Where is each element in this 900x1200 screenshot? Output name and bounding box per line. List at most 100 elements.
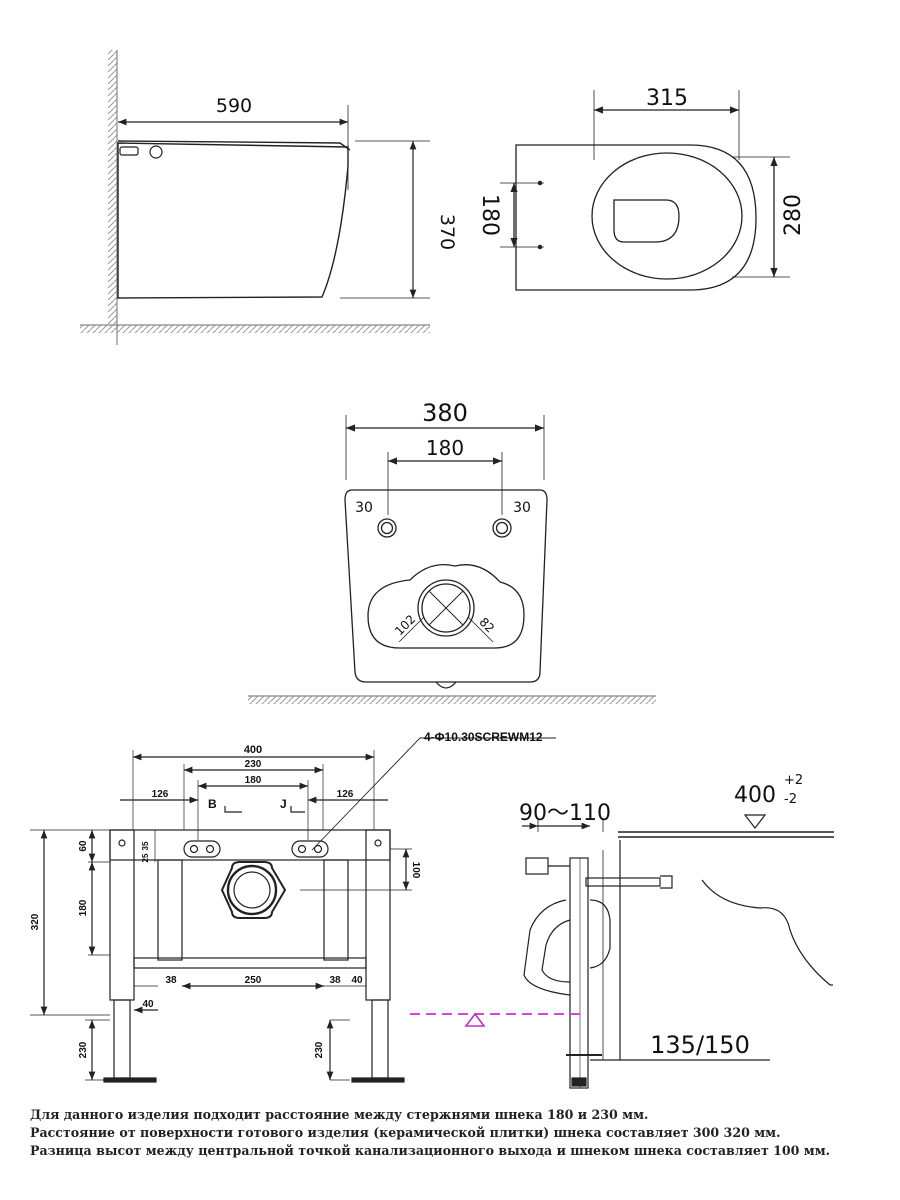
dim-label-315: 315 <box>646 86 688 111</box>
dim-label-135-150: 135/150 <box>650 1031 750 1059</box>
dim-label-230-right: 230 <box>314 1041 325 1058</box>
screw-leader <box>311 737 556 851</box>
dim-label-380: 380 <box>422 399 468 427</box>
drain-flange <box>220 861 287 919</box>
frame-post-section <box>569 857 589 1089</box>
bolt-hole <box>313 844 323 854</box>
drain-nub <box>435 681 457 689</box>
bolt-plate-left <box>183 840 221 858</box>
dim-label-82: 82 <box>476 615 497 636</box>
note-line: Расстояние от поверхности готового издел… <box>30 1125 781 1140</box>
dim-label-40-right: 40 <box>351 975 363 986</box>
dim-label-590: 590 <box>216 95 252 117</box>
bolt-hole <box>297 844 307 854</box>
section-marker-j <box>290 806 305 813</box>
note-line: Для данного изделия подходит расстояние … <box>30 1107 649 1122</box>
outlet-cross <box>428 590 464 626</box>
frame-bottom-rail <box>133 957 367 969</box>
dim-label-180: 180 <box>426 436 464 460</box>
tolerance-minus: -2 <box>784 792 797 807</box>
wall-hatch <box>108 50 117 325</box>
floor-hatch <box>80 325 430 333</box>
bolt-head-back <box>525 857 549 875</box>
section-label-b: B <box>208 797 217 811</box>
dim-label-25: 25 <box>141 853 150 862</box>
drain-cavity <box>367 563 525 649</box>
back-view <box>248 415 656 704</box>
dim-label-370: 370 <box>436 214 458 250</box>
bowl-opening <box>613 199 680 243</box>
section-marker-b <box>224 806 242 813</box>
dim-label-180: 180 <box>477 194 502 236</box>
drain-elbow-outer <box>523 899 571 996</box>
dim-label-180v: 180 <box>78 899 89 916</box>
floor-foot <box>571 1077 587 1087</box>
frame-view <box>30 737 556 1083</box>
frame-left-inner-post <box>157 859 183 961</box>
floor-hatch <box>248 696 656 704</box>
frame-left-post <box>109 829 135 1001</box>
leader-102 <box>398 616 425 643</box>
bolt-hole <box>189 844 199 854</box>
toilet-side-body <box>117 142 349 299</box>
install-view <box>522 814 834 1089</box>
drain-outlet-outer <box>417 579 475 637</box>
frame-hole <box>374 839 382 847</box>
frame-right-post <box>365 829 391 1001</box>
bowl-rim <box>591 152 743 280</box>
bolt-hole-right-inner <box>495 521 509 535</box>
dim-label-30-left: 30 <box>355 500 373 516</box>
level-mark <box>743 814 767 829</box>
drain-elbow-inner <box>541 919 571 983</box>
toilet-side-lid <box>117 140 351 151</box>
frame-right-inner-post <box>323 859 349 961</box>
dim-label-180: 180 <box>245 775 262 786</box>
dim-label-102: 102 <box>392 612 418 638</box>
leader-82 <box>467 616 494 643</box>
bolt-plate-right <box>291 840 329 858</box>
dim-label-90-110: 90～110 <box>519 801 611 826</box>
installation-notes: Для данного изделия подходит расстояние … <box>30 1106 890 1160</box>
dim-label-280: 280 <box>781 194 806 236</box>
dim-label-35: 35 <box>141 841 150 850</box>
left-foot <box>103 1077 157 1083</box>
drain-connector <box>589 899 611 969</box>
bowl-profile <box>701 879 833 986</box>
bolt-hole <box>205 844 215 854</box>
screw-spec-label: 4-Φ10.30SCREWM12 <box>424 730 543 744</box>
dim-label-230: 230 <box>245 759 262 770</box>
side-view <box>80 50 430 345</box>
dim-label-126-left: 126 <box>152 789 169 800</box>
dim-label-100: 100 <box>410 862 421 879</box>
dim-label-40-left: 40 <box>142 999 154 1010</box>
dim-label-60: 60 <box>78 840 89 852</box>
right-foot <box>351 1077 405 1083</box>
dim-label-400-height: 400 <box>734 783 776 808</box>
dim-label-230-left: 230 <box>78 1041 89 1058</box>
back-plate-outline <box>344 489 548 683</box>
frame-top-rail <box>109 829 391 861</box>
bolt-hole-left-inner <box>380 521 394 535</box>
bolt-nut <box>660 875 673 889</box>
bolt-hole-right <box>492 518 512 538</box>
left-leg <box>113 999 131 1079</box>
top-view <box>500 90 790 291</box>
anchor-bolt <box>585 877 661 887</box>
control-knob-icon <box>149 145 163 159</box>
drain-pipe-outer <box>226 864 278 916</box>
toilet-top-outline <box>515 144 757 291</box>
dim-label-320: 320 <box>30 913 41 930</box>
bolt-hole-left <box>377 518 397 538</box>
drain-outlet-inner <box>421 583 471 633</box>
dim-label-400: 400 <box>244 744 262 756</box>
dim-label-38-left: 38 <box>165 975 177 986</box>
frame-hole <box>118 839 126 847</box>
control-panel-slot <box>119 146 139 156</box>
dim-label-126-right: 126 <box>337 789 354 800</box>
centerline-marker-icon <box>464 1012 486 1027</box>
note-line: Разница высот между центральной точкой к… <box>30 1143 831 1158</box>
section-label-j: J <box>280 797 287 811</box>
drain-pipe-inner <box>233 871 271 909</box>
dim-label-38-right: 38 <box>329 975 341 986</box>
dim-label-30-right: 30 <box>513 500 531 516</box>
